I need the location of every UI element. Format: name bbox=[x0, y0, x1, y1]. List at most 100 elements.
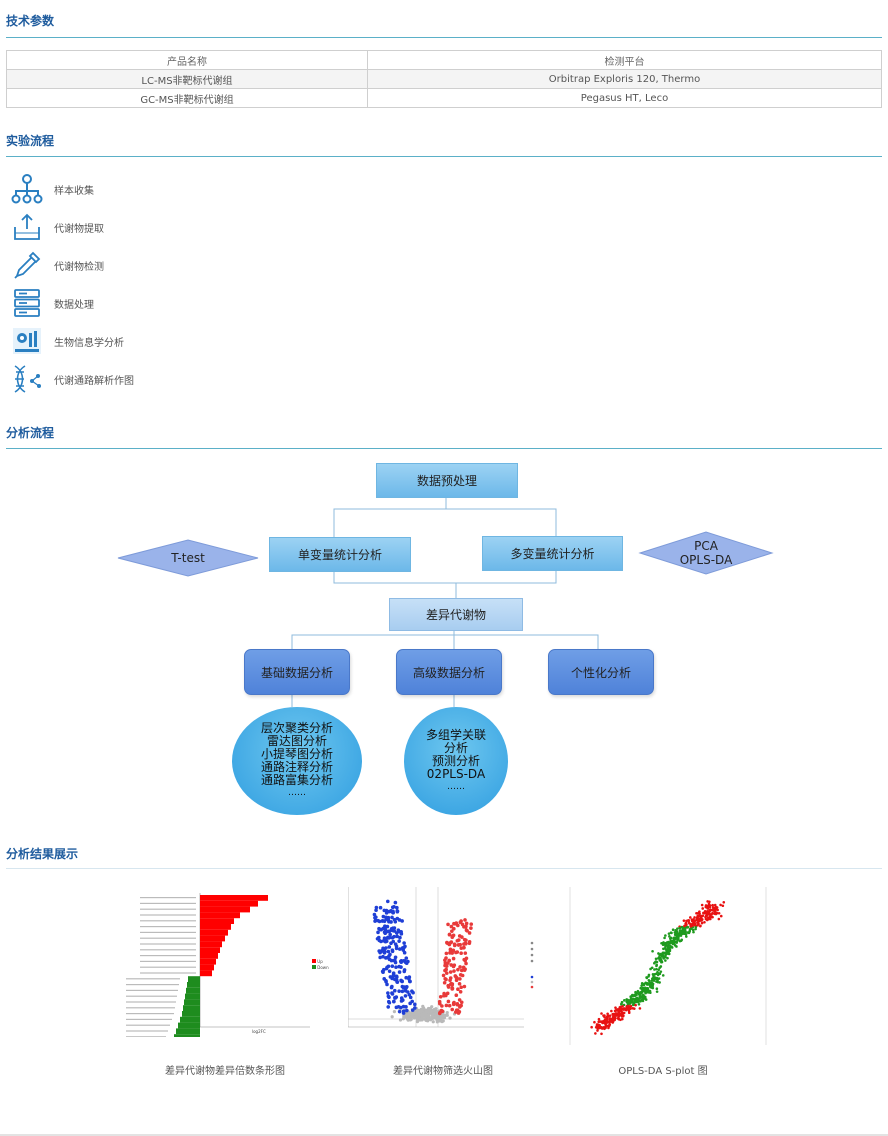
splot-point bbox=[631, 994, 635, 998]
volcano-point-neutral bbox=[392, 1010, 397, 1014]
bar-label-placeholder bbox=[140, 902, 196, 904]
volcano-point-down bbox=[393, 900, 398, 905]
box-univariate: 单变量统计分析 bbox=[269, 537, 411, 572]
lab-gear-icon bbox=[10, 324, 44, 358]
caption-bar: 差异代谢物差异倍数条形图 bbox=[165, 1066, 285, 1077]
box-advanced-analysis: 高级数据分析 bbox=[396, 649, 502, 695]
volcano-point-up bbox=[444, 967, 448, 972]
splot-point bbox=[714, 905, 717, 909]
volcano-point-down bbox=[401, 1004, 406, 1009]
splot-point bbox=[656, 970, 659, 974]
splot-point bbox=[671, 928, 675, 932]
volcano-point-up bbox=[456, 987, 460, 991]
volcano-point-up bbox=[464, 961, 468, 966]
volcano-point-up bbox=[440, 1009, 445, 1014]
splot-point bbox=[633, 993, 637, 997]
volcano-point-up bbox=[456, 967, 460, 972]
splot-point bbox=[681, 930, 684, 934]
splot-point bbox=[659, 957, 663, 961]
splot-point bbox=[692, 930, 695, 934]
bar-label-placeholder bbox=[126, 1036, 166, 1038]
section-divider bbox=[6, 37, 882, 38]
splot-point bbox=[655, 964, 658, 968]
volcano-point-up bbox=[442, 980, 447, 985]
bar-label-placeholder bbox=[126, 984, 179, 986]
splot-point bbox=[691, 928, 695, 932]
volcano-point-down bbox=[402, 969, 407, 974]
splot-point bbox=[695, 911, 698, 915]
step-bioinformatics: 生物信息学分析 bbox=[10, 324, 310, 358]
splot-point bbox=[677, 937, 680, 941]
label-pca-oplsda: PCA OPLS-DA bbox=[666, 539, 746, 567]
splot-point bbox=[593, 1020, 596, 1024]
volcano-point-down bbox=[373, 915, 377, 920]
bar-down bbox=[180, 1016, 200, 1023]
advanced-item: …… bbox=[447, 781, 465, 792]
splot-point bbox=[657, 968, 661, 972]
legend-swatch-up bbox=[312, 959, 316, 963]
splot-point bbox=[624, 1007, 628, 1011]
volcano-point-up bbox=[462, 942, 466, 946]
splot-point bbox=[701, 907, 705, 910]
splot-point bbox=[600, 1032, 603, 1036]
bar-up bbox=[200, 900, 258, 907]
bar-label-placeholder bbox=[126, 1001, 176, 1003]
splot-point bbox=[658, 981, 661, 984]
splot-point bbox=[669, 944, 672, 948]
splot-point bbox=[700, 921, 704, 925]
section-title-results: 分析结果展示 bbox=[6, 847, 79, 861]
splot-point bbox=[717, 917, 721, 921]
splot-point bbox=[685, 919, 688, 923]
volcano-point-up bbox=[453, 1010, 458, 1014]
table-cell: GC-MS非靶标代谢组 bbox=[6, 88, 368, 108]
volcano-point-up bbox=[444, 951, 449, 956]
volcano-point-up bbox=[450, 983, 454, 987]
volcano-point-up bbox=[443, 958, 447, 962]
splot-point bbox=[669, 936, 673, 940]
splot-point bbox=[631, 1003, 635, 1007]
splot-point bbox=[646, 991, 650, 994]
volcano-point-down bbox=[391, 971, 396, 976]
volcano-point-down bbox=[390, 915, 394, 920]
volcano-point-up bbox=[455, 950, 460, 954]
splot-point bbox=[704, 905, 708, 909]
splot-point bbox=[721, 904, 725, 908]
bar-label-placeholder bbox=[140, 931, 196, 933]
label-oplsda: OPLS-DA bbox=[679, 553, 733, 567]
splot-point bbox=[647, 973, 651, 977]
volcano-point-down bbox=[394, 946, 399, 951]
splot-point bbox=[671, 942, 675, 945]
volcano-point-down bbox=[386, 991, 390, 995]
splot-point bbox=[660, 960, 663, 964]
bar-label-placeholder bbox=[140, 914, 196, 916]
step-detection: 代谢物检测 bbox=[10, 248, 310, 282]
volcano-point-up bbox=[444, 971, 449, 975]
splot-point bbox=[603, 1027, 606, 1031]
bar-down bbox=[174, 1034, 200, 1040]
volcano-point-up bbox=[461, 965, 466, 970]
bar-label-placeholder bbox=[140, 908, 196, 910]
volcano-point-down bbox=[385, 929, 390, 934]
volcano-point-down bbox=[386, 949, 391, 954]
splot-point bbox=[674, 940, 678, 944]
splot-point bbox=[621, 1005, 624, 1008]
diamond-pca bbox=[638, 531, 774, 575]
splot-point bbox=[625, 998, 629, 1001]
volcano-point-down bbox=[385, 899, 390, 904]
volcano-point-down bbox=[402, 941, 406, 945]
volcano-point-up bbox=[446, 941, 451, 946]
volcano-point-down bbox=[394, 965, 398, 970]
volcano-point-down bbox=[390, 935, 395, 940]
section-divider bbox=[6, 448, 882, 449]
volcano-point-down bbox=[378, 950, 382, 955]
volcano-point-up bbox=[457, 982, 462, 986]
figure-fold-change-bar: log2FC Up Down bbox=[120, 887, 330, 1052]
splot-point bbox=[596, 1029, 599, 1032]
volcano-point-neutral bbox=[441, 1013, 445, 1017]
bar-label-placeholder bbox=[140, 937, 196, 939]
bar-axis-label: log2FC bbox=[252, 1029, 266, 1034]
splot-point bbox=[660, 941, 663, 945]
volcano-point-down bbox=[407, 992, 412, 997]
volcano-point-up bbox=[448, 976, 453, 980]
volcano-point-up bbox=[463, 918, 467, 922]
